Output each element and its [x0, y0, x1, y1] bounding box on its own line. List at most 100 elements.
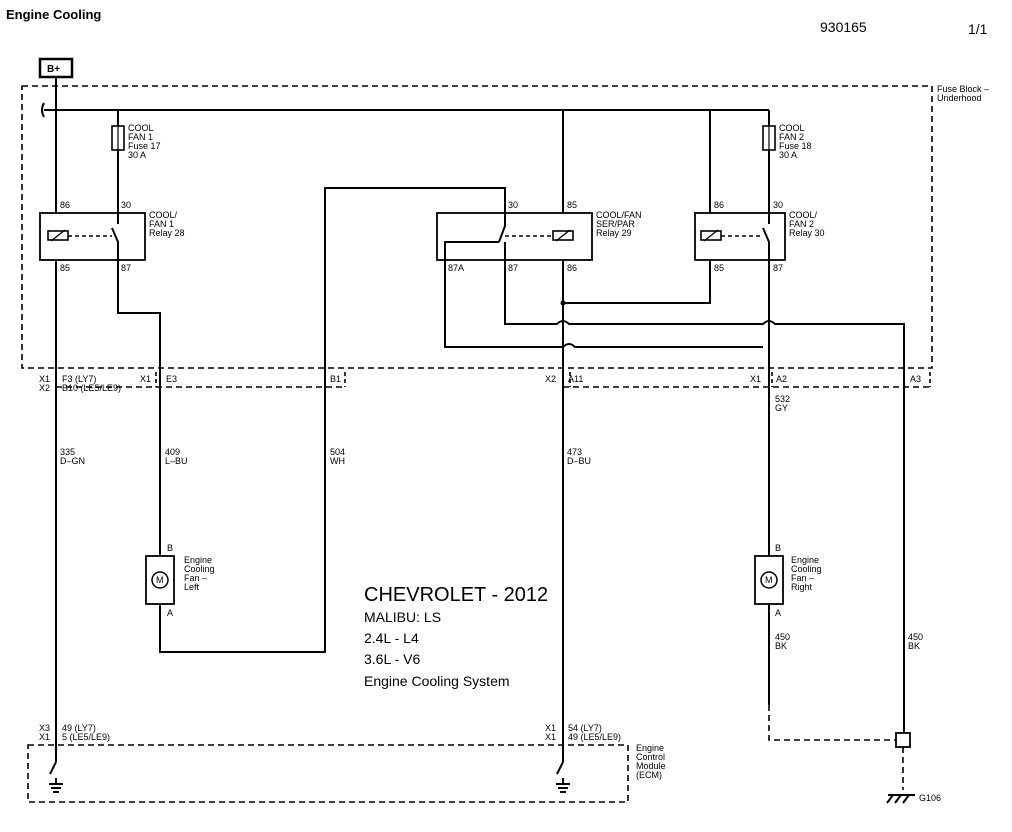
- relay30-line3: Relay 30: [789, 228, 825, 238]
- svg-text:X1: X1: [750, 374, 761, 384]
- vehicle-system: Engine Cooling System: [364, 673, 510, 689]
- svg-text:B10 (LE5/LE9): B10 (LE5/LE9): [62, 383, 121, 393]
- relay29-87-wire: [504, 260, 905, 738]
- svg-text:335: 335: [60, 447, 75, 457]
- ecm-line3: Module: [636, 761, 666, 771]
- svg-text:49 (LY7): 49 (LY7): [62, 723, 96, 733]
- relay28-line2: FAN 1: [149, 219, 174, 229]
- svg-text:87: 87: [508, 263, 518, 273]
- svg-text:WH: WH: [330, 456, 345, 466]
- svg-text:450: 450: [775, 632, 790, 642]
- relay28-line1: COOL/: [149, 210, 178, 220]
- svg-text:A: A: [775, 608, 781, 618]
- left-motor-line4: Left: [184, 582, 200, 592]
- svg-text:X1: X1: [545, 723, 556, 733]
- svg-text:86: 86: [60, 200, 70, 210]
- svg-text:X1: X1: [39, 374, 50, 384]
- vehicle-engine1: 2.4L - L4: [364, 630, 419, 646]
- right-motor-line3: Fan –: [791, 573, 814, 583]
- right-motor-line2: Cooling: [791, 564, 822, 574]
- relay28-line3: Relay 28: [149, 228, 185, 238]
- svg-text:A11: A11: [568, 374, 583, 384]
- svg-text:D–BU: D–BU: [567, 456, 591, 466]
- fuse-block-boundary: [21, 85, 933, 369]
- diagram-title: Engine Cooling: [6, 7, 101, 22]
- svg-text:A: A: [167, 608, 173, 618]
- document-number: 930165: [820, 19, 867, 35]
- relay29-line2: SER/PAR: [596, 219, 635, 229]
- right-motor-line4: Right: [791, 582, 813, 592]
- relay29-line1: COOL/FAN: [596, 210, 642, 220]
- svg-text:85: 85: [60, 263, 70, 273]
- svg-text:86: 86: [567, 263, 577, 273]
- left-motor-line3: Fan –: [184, 573, 207, 583]
- fuse2-line2: FAN 2: [779, 132, 804, 142]
- vehicle-model: MALIBU: LS: [364, 609, 441, 625]
- ecm-right-switch: [556, 761, 564, 775]
- fuse2-line1: COOL: [779, 123, 805, 133]
- svg-text:532: 532: [775, 394, 790, 404]
- svg-text:X1: X1: [545, 732, 556, 742]
- svg-text:X1: X1: [140, 374, 151, 384]
- fuse-block-label-2: Underhood: [937, 93, 982, 103]
- ecm-line1: Engine: [636, 743, 664, 753]
- ecm-line2: Control: [636, 752, 665, 762]
- ecm-left-switch: [49, 761, 57, 775]
- svg-text:87: 87: [121, 263, 131, 273]
- ecm-left-ground-icon: [49, 778, 63, 793]
- svg-text:87A: 87A: [448, 263, 464, 273]
- chassis-ground-icon: [886, 794, 915, 804]
- svg-text:GY: GY: [775, 403, 788, 413]
- vehicle-make-year: CHEVROLET - 2012: [364, 584, 548, 606]
- svg-text:49 (LE5/LE9): 49 (LE5/LE9): [568, 732, 621, 742]
- svg-text:409: 409: [165, 447, 180, 457]
- svg-text:A2: A2: [776, 374, 787, 384]
- svg-text:504: 504: [330, 447, 345, 457]
- left-motor-line1: Engine: [184, 555, 212, 565]
- wire-504: [159, 187, 506, 653]
- left-motor-line2: Cooling: [184, 564, 215, 574]
- relay29-switch: [498, 213, 506, 260]
- wire-409: [117, 260, 161, 556]
- svg-text:F3 (LY7): F3 (LY7): [62, 374, 96, 384]
- fuse1-line1: COOL: [128, 123, 154, 133]
- svg-text:D–GN: D–GN: [60, 456, 85, 466]
- fuse2-line3: Fuse 18: [779, 141, 812, 151]
- fuse2-line4: 30 A: [779, 150, 797, 160]
- bus-break-symbol: [41, 102, 45, 118]
- battery-positive-label: B+: [47, 64, 60, 75]
- relay30-line1: COOL/: [789, 210, 818, 220]
- relay29-line3: Relay 29: [596, 228, 632, 238]
- fuse-block-label-1: Fuse Block –: [937, 84, 989, 94]
- vehicle-engine2: 3.6L - V6: [364, 651, 421, 667]
- relay29-87a-wire: [444, 260, 563, 348]
- ecm-line4: (ECM): [636, 770, 662, 780]
- svg-text:87: 87: [773, 263, 783, 273]
- svg-text:54 (LY7): 54 (LY7): [568, 723, 602, 733]
- svg-text:L–BU: L–BU: [165, 456, 188, 466]
- svg-text:5 (LE5/LE9): 5 (LE5/LE9): [62, 732, 110, 742]
- relay29-86-wire: [563, 260, 711, 304]
- svg-text:473: 473: [567, 447, 582, 457]
- fuse1-line4: 30 A: [128, 150, 146, 160]
- ground-label: G106: [919, 793, 941, 803]
- ecm-boundary: [27, 744, 629, 803]
- svg-text:A3: A3: [910, 374, 921, 384]
- svg-text:B1: B1: [330, 374, 341, 384]
- svg-text:450: 450: [908, 632, 923, 642]
- relay30-switch: [762, 213, 770, 260]
- svg-text:30: 30: [121, 200, 131, 210]
- svg-text:BK: BK: [775, 641, 787, 651]
- left-motor-symbol: [151, 571, 169, 589]
- svg-text:X1: X1: [39, 732, 50, 742]
- svg-text:M: M: [765, 575, 773, 585]
- relay30-line2: FAN 2: [789, 219, 814, 229]
- svg-text:M: M: [156, 575, 164, 585]
- svg-text:30: 30: [508, 200, 518, 210]
- svg-text:X2: X2: [39, 383, 50, 393]
- svg-text:85: 85: [567, 200, 577, 210]
- fuse1-line3: Fuse 17: [128, 141, 161, 151]
- relay28-switch: [111, 213, 119, 260]
